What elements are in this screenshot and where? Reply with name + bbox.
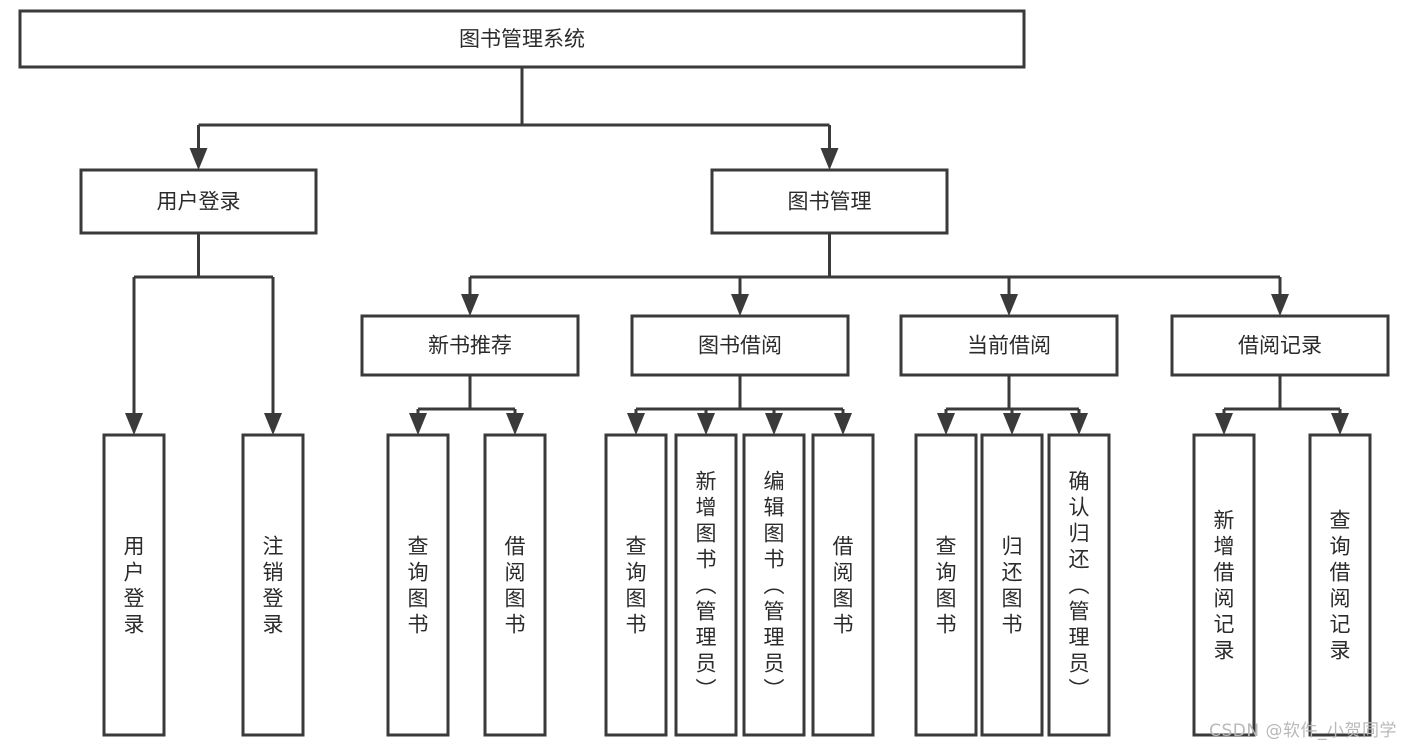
node-label: 归还图书 (1002, 534, 1023, 636)
node-leaf-query-book-2[interactable]: 查询图书 (604, 433, 668, 737)
connector-layer (125, 67, 1349, 435)
node-box (914, 433, 978, 737)
node-leaf-query-record[interactable]: 查询借阅记录 (1308, 433, 1372, 737)
node-label: 用户登录 (157, 190, 241, 214)
node-label: 查询图书 (936, 534, 957, 636)
node-label: 编辑图书︵管理员︶ (764, 469, 785, 701)
node-box (483, 433, 547, 737)
node-leaf-query-book-3[interactable]: 查询图书 (914, 433, 978, 737)
node-leaf-return-book[interactable]: 归还图书 (980, 433, 1044, 737)
node-label: 图书管理 (788, 190, 872, 214)
node-box (360, 314, 580, 377)
node-box (980, 433, 1044, 737)
node-leaf-user-login[interactable]: 用户登录 (102, 433, 166, 737)
node-leaf-query-book-1[interactable]: 查询图书 (386, 433, 450, 737)
node-box (102, 433, 166, 737)
node-root[interactable]: 图书管理系统 (18, 9, 1026, 69)
node-label: 借阅图书 (505, 534, 526, 636)
node-box (899, 314, 1119, 377)
node-current-borrow[interactable]: 当前借阅 (899, 314, 1119, 377)
node-label: 用户登录 (124, 534, 145, 636)
node-box (79, 168, 318, 235)
node-label: 当前借阅 (967, 334, 1051, 358)
node-box (1192, 433, 1256, 737)
node-leaf-add-record[interactable]: 新增借阅记录 (1192, 433, 1256, 737)
node-box (742, 433, 806, 737)
node-leaf-borrow-book-1[interactable]: 借阅图书 (483, 433, 547, 737)
node-leaf-add-book[interactable]: 新增图书︵管理员︶ (674, 433, 738, 737)
node-new-book-rec[interactable]: 新书推荐 (360, 314, 580, 377)
node-box (710, 168, 949, 235)
node-layer: 图书管理系统用户登录图书管理新书推荐图书借阅当前借阅借阅记录用户登录注销登录查询… (18, 9, 1390, 737)
csdn-watermark: CSDN @软件_小贺同学 (1209, 721, 1397, 741)
node-label: 查询图书 (408, 534, 429, 636)
node-label: 借阅图书 (833, 534, 854, 636)
node-user-login[interactable]: 用户登录 (79, 168, 318, 235)
node-box (1047, 433, 1111, 737)
node-box (1170, 314, 1390, 377)
node-box (241, 433, 305, 737)
node-borrow-record[interactable]: 借阅记录 (1170, 314, 1390, 377)
node-box (630, 314, 850, 377)
node-box (604, 433, 668, 737)
node-box (1308, 433, 1372, 737)
node-leaf-confirm-return[interactable]: 确认归还︵管理员︶ (1047, 433, 1111, 737)
node-label: 图书借阅 (698, 334, 782, 358)
node-box (811, 433, 875, 737)
node-label: 图书管理系统 (459, 27, 585, 51)
node-label: 新增图书︵管理员︶ (696, 469, 717, 701)
node-box (674, 433, 738, 737)
node-book-manage[interactable]: 图书管理 (710, 168, 949, 235)
node-box (386, 433, 450, 737)
node-label: 查询图书 (626, 534, 647, 636)
node-label: 新书推荐 (428, 334, 512, 358)
node-label: 新增借阅记录 (1214, 508, 1235, 662)
node-leaf-borrow-book-2[interactable]: 借阅图书 (811, 433, 875, 737)
node-leaf-logout[interactable]: 注销登录 (241, 433, 305, 737)
node-label: 借阅记录 (1238, 334, 1322, 358)
node-leaf-edit-book[interactable]: 编辑图书︵管理员︶ (742, 433, 806, 737)
node-book-borrow[interactable]: 图书借阅 (630, 314, 850, 377)
node-label: 确认归还︵管理员︶ (1069, 469, 1090, 701)
node-label: 注销登录 (263, 534, 284, 636)
node-box (18, 9, 1026, 69)
node-label: 查询借阅记录 (1330, 508, 1351, 662)
